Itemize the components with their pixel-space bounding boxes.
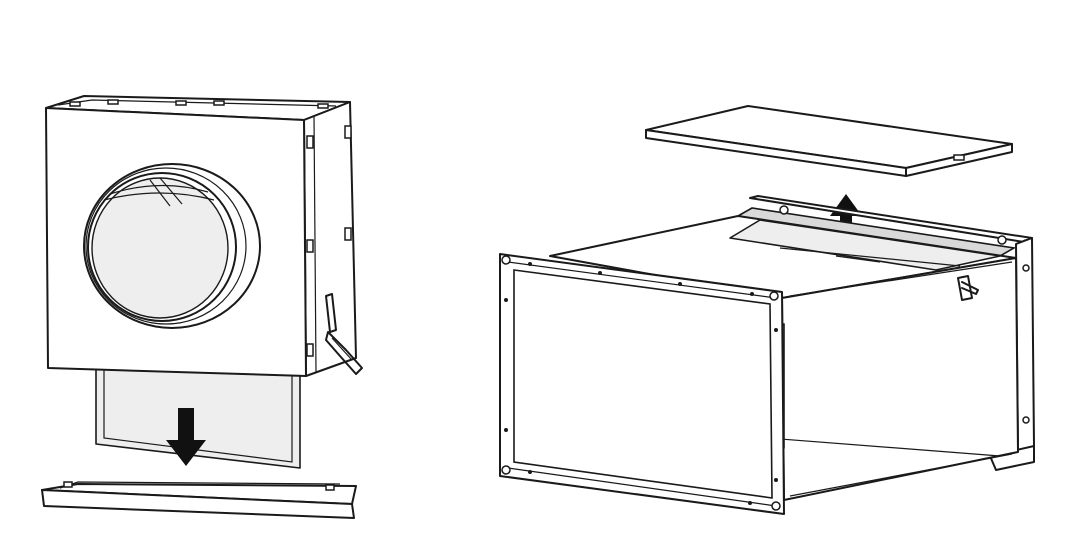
filter-cassette xyxy=(95,367,301,469)
top-cover xyxy=(645,105,1013,177)
housing-side xyxy=(781,257,1019,501)
arrow-down-icon xyxy=(166,408,206,466)
rear-frame xyxy=(735,195,1035,471)
round-spigot xyxy=(83,163,261,329)
arrow-up-icon xyxy=(830,194,862,240)
box-side-face xyxy=(303,101,357,377)
front-flange xyxy=(499,253,785,515)
bottom-cover xyxy=(41,481,357,519)
latch-handle xyxy=(325,293,363,375)
round-duct-filter-box xyxy=(41,95,363,519)
side-latch-icon xyxy=(957,275,979,301)
rectangular-duct-filter-box xyxy=(499,105,1035,515)
